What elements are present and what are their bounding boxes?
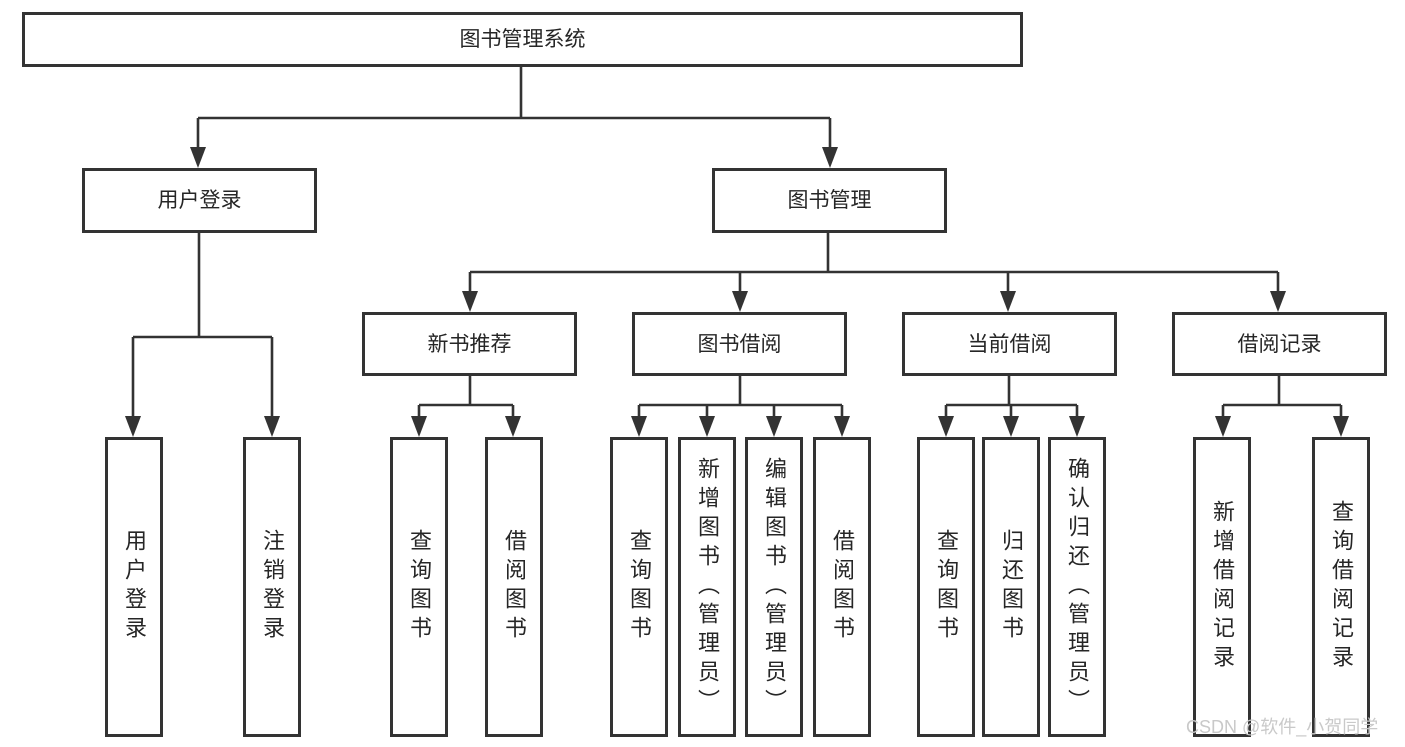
leaf-return-book: 归还图书	[982, 437, 1040, 737]
leaf-recommend-borrow-book-label: 借阅图书	[502, 529, 527, 645]
node-user-login: 用户登录	[82, 168, 317, 233]
leaf-confirm-return-admin: 确认归还（管理员）	[1048, 437, 1106, 737]
leaf-add-borrow-record: 新增借阅记录	[1193, 437, 1251, 737]
node-user-login-label: 用户登录	[157, 189, 242, 212]
leaf-add-borrow-record-label: 新增借阅记录	[1210, 500, 1235, 674]
leaf-user-login: 用户登录	[105, 437, 163, 737]
leaf-recommend-borrow-book: 借阅图书	[485, 437, 543, 737]
leaf-logout: 注销登录	[243, 437, 301, 737]
node-borrow-records: 借阅记录	[1172, 312, 1387, 376]
node-borrow-records-label: 借阅记录	[1237, 332, 1322, 356]
leaf-edit-book-admin: 编辑图书（管理员）	[745, 437, 803, 737]
leaf-query-borrow-record-label: 查询借阅记录	[1329, 500, 1354, 674]
leaf-edit-book-admin-label: 编辑图书（管理员）	[762, 456, 787, 718]
leaf-query-borrow-record: 查询借阅记录	[1312, 437, 1370, 737]
leaf-add-book-admin-label: 新增图书（管理员）	[695, 456, 720, 718]
node-book-borrow-label: 图书借阅	[697, 332, 782, 356]
watermark: CSDN @软件_小贺同学	[1186, 717, 1379, 737]
leaf-borrow-query-book: 查询图书	[610, 437, 668, 737]
leaf-recommend-query-book-label: 查询图书	[407, 529, 432, 645]
node-current-borrow: 当前借阅	[902, 312, 1117, 376]
leaf-current-query-book: 查询图书	[917, 437, 975, 737]
node-root-label: 图书管理系统	[459, 28, 586, 51]
leaf-borrow-book: 借阅图书	[813, 437, 871, 737]
leaf-user-login-label: 用户登录	[122, 529, 147, 645]
leaf-add-book-admin: 新增图书（管理员）	[678, 437, 736, 737]
node-root-library-system: 图书管理系统	[22, 12, 1023, 67]
leaf-current-query-book-label: 查询图书	[934, 529, 959, 645]
leaf-confirm-return-admin-label: 确认归还（管理员）	[1065, 456, 1090, 718]
node-book-management-label: 图书管理	[787, 189, 872, 212]
arrowheads	[125, 147, 1349, 437]
leaf-borrow-query-book-label: 查询图书	[627, 529, 652, 645]
leaf-logout-label: 注销登录	[260, 529, 285, 645]
node-book-borrow: 图书借阅	[632, 312, 847, 376]
leaf-return-book-label: 归还图书	[999, 529, 1024, 645]
node-new-book-recommend-label: 新书推荐	[427, 332, 512, 356]
leaf-borrow-book-label: 借阅图书	[830, 529, 855, 645]
node-book-management: 图书管理	[712, 168, 947, 233]
node-new-book-recommend: 新书推荐	[362, 312, 577, 376]
node-current-borrow-label: 当前借阅	[967, 332, 1052, 356]
leaf-recommend-query-book: 查询图书	[390, 437, 448, 737]
